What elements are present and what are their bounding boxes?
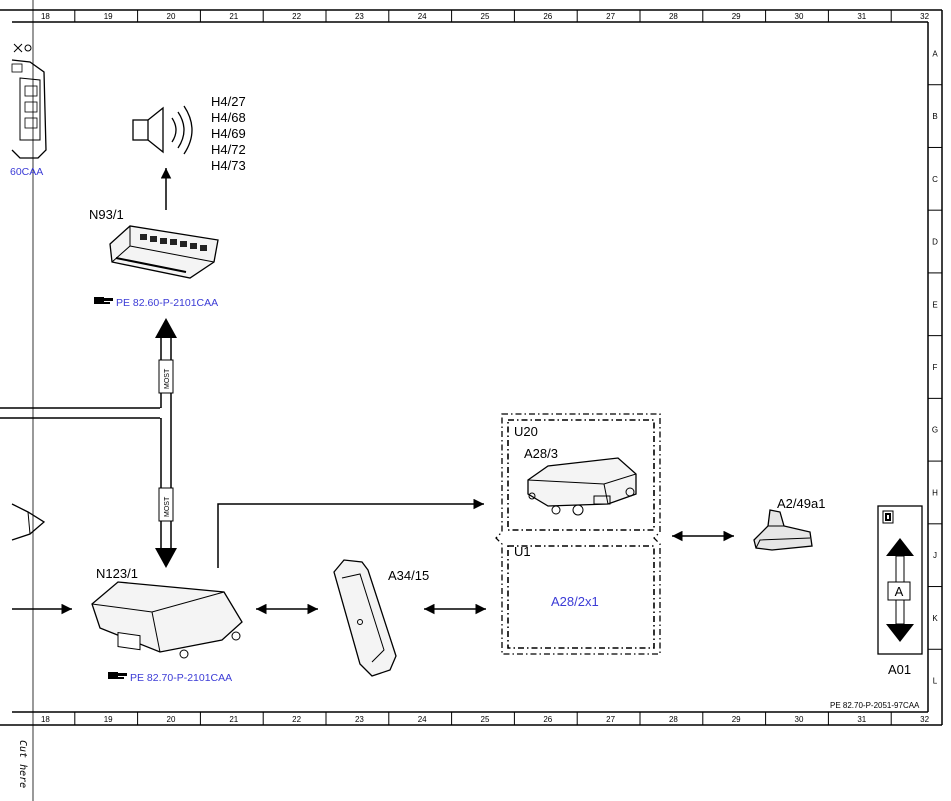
row-label: J [933, 551, 937, 560]
phone-cradle-icon [333, 559, 397, 677]
column-ticks-bottom: 18 19 20 21 22 23 24 25 26 27 28 29 30 31 32 [41, 712, 930, 725]
sheet-reference: PE 82.70-P-2051-97CAA [830, 701, 920, 710]
column-label: 28 [669, 12, 678, 21]
column-label: 25 [481, 715, 490, 724]
column-label: 24 [418, 715, 427, 724]
n123-ref-link[interactable]: PE 82.70-P-2101CAA [108, 672, 232, 684]
column-label: 21 [229, 715, 238, 724]
n123-label: N123/1 [96, 566, 138, 581]
a34-label: A34/15 [388, 568, 429, 583]
n123-ref-text: PE 82.70-P-2101CAA [130, 672, 232, 684]
left-component-ref-link[interactable]: 60CAA [10, 166, 43, 178]
column-label: 21 [229, 12, 238, 21]
column-label: 29 [732, 715, 741, 724]
a28-2x1-link[interactable]: A28/2x1 [551, 594, 599, 609]
column-label: 31 [857, 715, 866, 724]
most-label-box: MOST [158, 359, 174, 394]
connection-n123-u20 [217, 498, 484, 568]
hand-pointer-icon [94, 297, 113, 304]
legend-box: A [877, 505, 923, 655]
column-label: 18 [41, 12, 50, 21]
column-label: 32 [920, 12, 929, 21]
column-label: 23 [355, 715, 364, 724]
cut-here-text: Cut here [17, 740, 28, 788]
row-label: A [932, 49, 938, 58]
n93-ref-text: PE 82.60-P-2101CAA [116, 297, 218, 309]
control-unit-icon [91, 581, 243, 659]
column-label: 24 [418, 12, 427, 21]
column-label: 32 [920, 715, 929, 724]
speaker-label: H4/72 [211, 142, 246, 157]
column-label: 20 [167, 715, 176, 724]
most-label: MOST [164, 496, 171, 517]
column-label: 25 [481, 12, 490, 21]
partial-module-left [11, 503, 46, 541]
u1-label: U1 [514, 544, 531, 559]
column-label: 19 [104, 715, 113, 724]
a28-3-label: A28/3 [524, 446, 558, 461]
column-label: 28 [669, 715, 678, 724]
row-label: E [932, 300, 937, 309]
most-bus [0, 318, 177, 568]
speaker-label: H4/27 [211, 94, 246, 109]
row-label: D [932, 238, 938, 247]
u20-label: U20 [514, 424, 538, 439]
column-label: 26 [543, 715, 552, 724]
legend-letter: A [895, 584, 904, 599]
column-label: 27 [606, 12, 615, 21]
speaker-label: H4/68 [211, 110, 246, 125]
n93-ref-link[interactable]: PE 82.60-P-2101CAA [94, 297, 218, 309]
connector-module-icon [527, 457, 637, 516]
speaker-label: H4/69 [211, 126, 246, 141]
row-label: K [932, 614, 938, 623]
row-ticks: A B C D E F G H J K L [928, 49, 942, 686]
antenna-icon [753, 509, 813, 551]
row-label: G [932, 426, 938, 435]
column-label: 20 [167, 12, 176, 21]
most-label-box: MOST [158, 487, 174, 522]
column-label: 29 [732, 12, 741, 21]
info-icon [885, 513, 891, 521]
antenna-label: A2/49a1 [777, 496, 825, 511]
column-label: 22 [292, 715, 301, 724]
speaker-icon [132, 105, 193, 155]
u-group-boundary [495, 413, 661, 655]
row-label: C [932, 175, 938, 184]
row-label: L [933, 677, 938, 686]
column-label: 22 [292, 12, 301, 21]
amplifier-module-icon [109, 225, 219, 279]
speaker-label: H4/73 [211, 158, 246, 173]
column-ticks-top: 18 19 20 21 22 23 24 25 26 27 28 29 30 31 32 [41, 10, 930, 22]
row-label: H [932, 488, 938, 497]
most-label: MOST [164, 368, 171, 389]
hand-pointer-icon [108, 672, 127, 679]
n93-label: N93/1 [89, 207, 124, 222]
row-label: F [933, 363, 938, 372]
column-label: 27 [606, 715, 615, 724]
column-label: 30 [795, 715, 804, 724]
legend-code: A01 [888, 662, 911, 677]
column-label: 18 [41, 715, 50, 724]
speaker-label-list: H4/27 H4/68 H4/69 H4/72 H4/73 [211, 94, 246, 173]
column-label: 23 [355, 12, 364, 21]
column-label: 26 [543, 12, 552, 21]
partial-switch-module [11, 43, 47, 159]
column-label: 19 [104, 12, 113, 21]
column-label: 31 [857, 12, 866, 21]
column-label: 30 [795, 12, 804, 21]
row-label: B [932, 112, 937, 121]
